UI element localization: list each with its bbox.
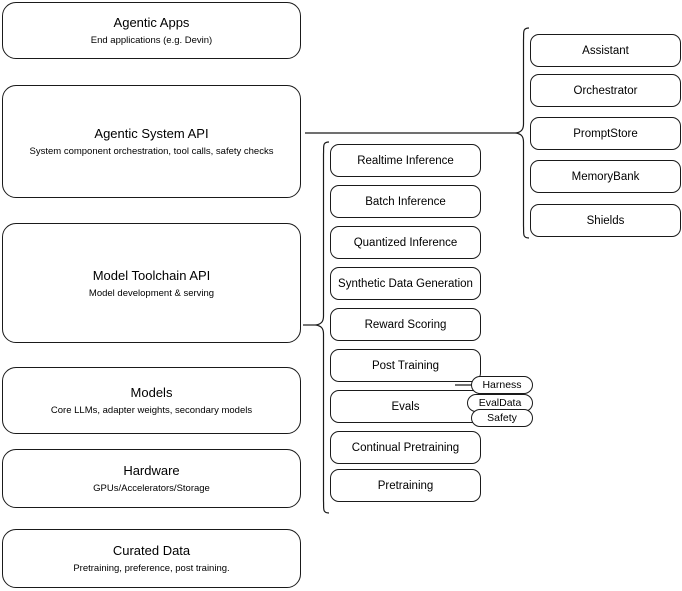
component-label: Shields	[586, 214, 625, 227]
component-label: MemoryBank	[571, 170, 640, 183]
layer-hardware[interactable]: Hardware GPUs/Accelerators/Storage	[2, 449, 301, 508]
capability-realtime-inference[interactable]: Realtime Inference	[330, 144, 481, 177]
component-orchestrator[interactable]: Orchestrator	[530, 74, 681, 107]
system-components-brace	[515, 27, 530, 239]
component-label: Orchestrator	[573, 84, 638, 97]
capability-label: Synthetic Data Generation	[338, 277, 473, 290]
layer-title: Agentic System API	[94, 126, 209, 141]
component-promptstore[interactable]: PromptStore	[530, 117, 681, 150]
layer-title: Agentic Apps	[113, 15, 190, 30]
capability-label: Quantized Inference	[353, 236, 458, 249]
component-label: Assistant	[582, 44, 629, 57]
layer-title: Hardware	[123, 463, 180, 478]
capability-label: Reward Scoring	[364, 318, 447, 331]
layer-title: Model Toolchain API	[92, 267, 211, 283]
layer-agentic-apps[interactable]: Agentic Apps End applications (e.g. Devi…	[2, 2, 301, 59]
eval-pill-label: Safety	[487, 411, 517, 424]
capability-continual-pretraining[interactable]: Continual Pretraining	[330, 431, 481, 464]
eval-pill-harness[interactable]: Harness	[471, 376, 533, 394]
layer-title: Curated Data	[112, 543, 191, 558]
toolchain-capabilities-brace	[315, 141, 330, 514]
capability-synthetic-data-generation[interactable]: Synthetic Data Generation	[330, 267, 481, 300]
layer-model-toolchain-api[interactable]: Model Toolchain API Model development & …	[2, 223, 301, 343]
eval-pill-label: Harness	[482, 378, 522, 391]
component-assistant[interactable]: Assistant	[530, 34, 681, 67]
layer-subtitle: Pretraining, preference, post training.	[73, 563, 230, 574]
component-shields[interactable]: Shields	[530, 204, 681, 237]
capability-label: Pretraining	[377, 479, 434, 492]
layer-subtitle: Model development & serving	[88, 287, 215, 299]
capability-evals[interactable]: Evals	[330, 390, 481, 423]
layer-curated-data[interactable]: Curated Data Pretraining, preference, po…	[2, 529, 301, 588]
capability-post-training[interactable]: Post Training	[330, 349, 481, 382]
component-memorybank[interactable]: MemoryBank	[530, 160, 681, 193]
capability-label: Post Training	[371, 359, 440, 372]
capability-reward-scoring[interactable]: Reward Scoring	[330, 308, 481, 341]
capability-label: Evals	[391, 400, 420, 413]
layer-title: Models	[130, 385, 173, 400]
capability-label: Realtime Inference	[357, 154, 454, 167]
layer-models[interactable]: Models Core LLMs, adapter weights, secon…	[2, 367, 301, 434]
capability-label: Continual Pretraining	[351, 441, 460, 454]
eval-pill-safety[interactable]: Safety	[471, 409, 533, 427]
eval-pill-label: EvalData	[478, 396, 522, 409]
component-label: PromptStore	[573, 127, 638, 140]
layer-subtitle: GPUs/Accelerators/Storage	[93, 483, 210, 494]
layer-subtitle: End applications (e.g. Devin)	[90, 35, 213, 46]
capability-pretraining[interactable]: Pretraining	[330, 469, 481, 502]
layer-agentic-system-api[interactable]: Agentic System API System component orch…	[2, 85, 301, 198]
capability-quantized-inference[interactable]: Quantized Inference	[330, 226, 481, 259]
layer-subtitle: Core LLMs, adapter weights, secondary mo…	[50, 405, 253, 416]
capability-batch-inference[interactable]: Batch Inference	[330, 185, 481, 218]
layer-subtitle: System component orchestration, tool cal…	[29, 146, 274, 157]
capability-label: Batch Inference	[365, 195, 446, 208]
